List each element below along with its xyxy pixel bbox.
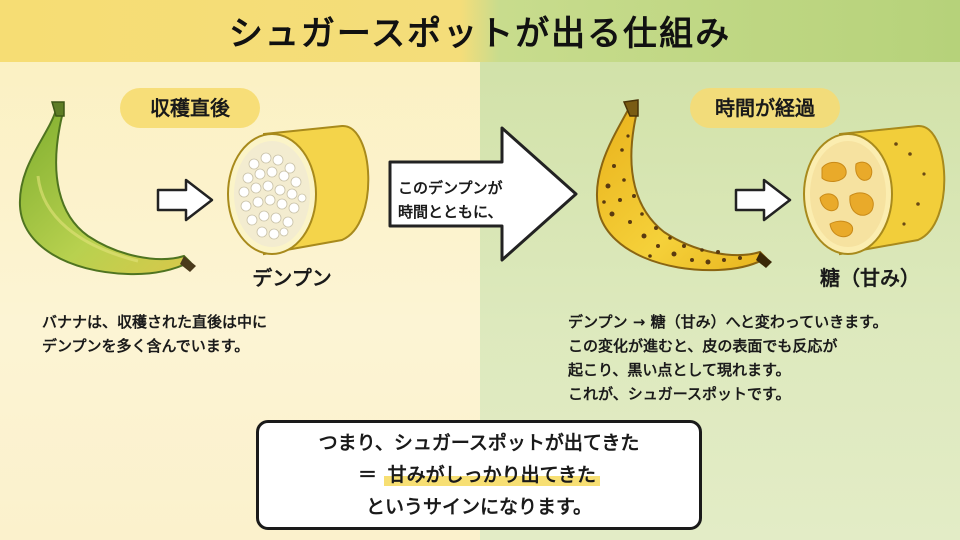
left-description: バナナは、収穫された直後は中に デンプンを多く含んでいます。 [42,310,442,358]
ripe-banana-illustration [595,99,772,272]
summary-box: つまり、シュガースポットが出てきた ＝ 甘みがしっかり出てきた というサインにな… [256,420,702,530]
big-arrow-text: このデンプンが 時間とともに、 [398,176,548,224]
peel-spots [894,142,926,226]
right-description-line: デンプン → 糖（甘み）へと変わっていきます。 [568,313,888,331]
summary-line-2: ＝ 甘みがしっかり出てきた [259,459,699,491]
title-band [0,0,960,62]
green-banana-illustration [18,101,196,276]
summary-line-1: つまり、シュガースポットが出てきた [318,432,640,454]
left-description-line: デンプンを多く含んでいます。 [42,337,250,355]
right-description: デンプン → 糖（甘み）へと変わっていきます。 この変化が進むと、皮の表面でも反… [568,310,958,406]
pill-time-passed: 時間が経過 [690,88,840,128]
arrow-right-icon [734,178,792,222]
summary-highlight: 甘みがしっかり出てきた [383,464,601,486]
right-description-line: これが、シュガースポットです。 [568,385,791,403]
sugar-spots [602,134,742,265]
big-arrow-right [388,126,578,262]
big-arrow-line: このデンプンが [398,179,503,197]
summary-line-3: というサインになります。 [365,496,593,518]
equals-sign: ＝ [357,464,377,486]
right-description-line: この変化が進むと、皮の表面でも反応が [568,337,838,355]
pill-just-harvested: 収穫直後 [120,88,260,128]
starch-granules [238,152,307,240]
big-arrow-line: 時間とともに、 [398,203,503,221]
arrow-right-icon [156,178,214,222]
sugar-label: 糖（甘み） [820,266,920,290]
page-title: シュガースポットが出る仕組み [228,14,732,54]
starch-label: デンプン [252,266,332,290]
left-description-line: バナナは、収穫された直後は中に [42,313,268,331]
right-description-line: 起こり、黒い点として現れます。 [568,361,791,379]
sugar-cross-section-illustration [803,124,946,256]
sugar-syrup-blobs [819,161,874,238]
starch-cross-section-illustration [227,124,370,256]
